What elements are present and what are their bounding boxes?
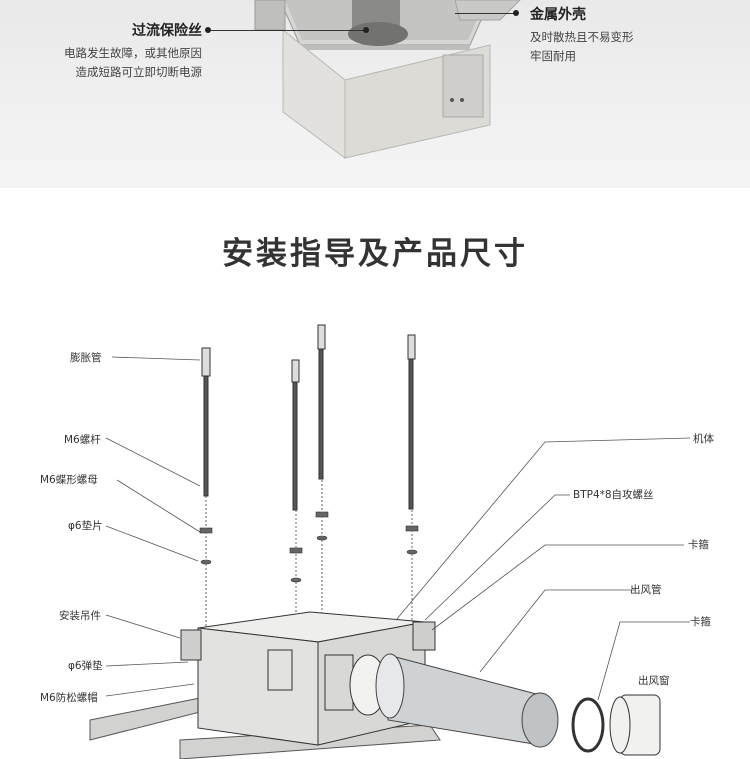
fuse-title: 过流保险丝: [132, 23, 202, 39]
label-hanger: 安装吊件: [59, 610, 101, 622]
shell-leader-line: [455, 13, 515, 14]
fuse-leader-dot: [205, 27, 211, 33]
label-body: 机体: [693, 433, 714, 445]
label-outlet-pipe: 出风管: [630, 584, 662, 596]
fuse-desc-line-1: 电路发生故障，或其他原因: [64, 46, 202, 60]
right-leaders: [395, 437, 691, 701]
label-outlet-window: 出风窗: [638, 675, 670, 687]
fuse-desc-block: 电路发生故障，或其他原因 造成短路可立即切断电源: [30, 44, 202, 82]
shell-callout: 金属外壳: [530, 4, 586, 24]
label-washer: φ6垫片: [68, 520, 103, 532]
label-screw: BTP4*8自攻螺丝: [573, 489, 654, 501]
installation-diagram: [89, 324, 691, 759]
label-clamp-1: 卡箍: [688, 539, 709, 551]
label-m6-wing-nut: M6蝶形螺母: [40, 474, 98, 486]
flex-duct: [375, 653, 559, 748]
fuse-desc-line-2: 造成短路可立即切断电源: [75, 65, 203, 79]
shell-title: 金属外壳: [530, 7, 586, 23]
shell-desc-line-2: 牢固耐用: [530, 49, 576, 63]
label-clamp-2: 卡箍: [690, 616, 711, 628]
label-m6-rod: M6螺杆: [64, 434, 101, 446]
product-photo-panel: 过流保险丝 电路发生故障，或其他原因 造成短路可立即切断电源 金属外壳 及时散热…: [0, 0, 750, 188]
wing-nuts-washers: [199, 511, 419, 583]
fuse-leader-line: [208, 30, 366, 31]
label-expansion-tube: 膨胀管: [70, 352, 102, 364]
shell-leader-dot: [513, 10, 519, 16]
outlet-window: [609, 694, 661, 756]
label-lock-nut: M6防松螺帽: [40, 692, 98, 704]
label-spring-washer: φ6弹垫: [68, 660, 103, 672]
fuse-callout: 过流保险丝: [118, 20, 202, 40]
section-title: 安装指导及产品尺寸: [222, 236, 528, 272]
shell-desc-block: 及时散热且不易变形 牢固耐用: [530, 28, 634, 66]
threaded-rods: [201, 324, 416, 511]
shell-desc-line-1: 及时散热且不易变形: [530, 30, 634, 44]
left-leaders: [105, 356, 201, 697]
fuse-target-dot: [363, 27, 369, 33]
product-photo: [254, 0, 521, 159]
